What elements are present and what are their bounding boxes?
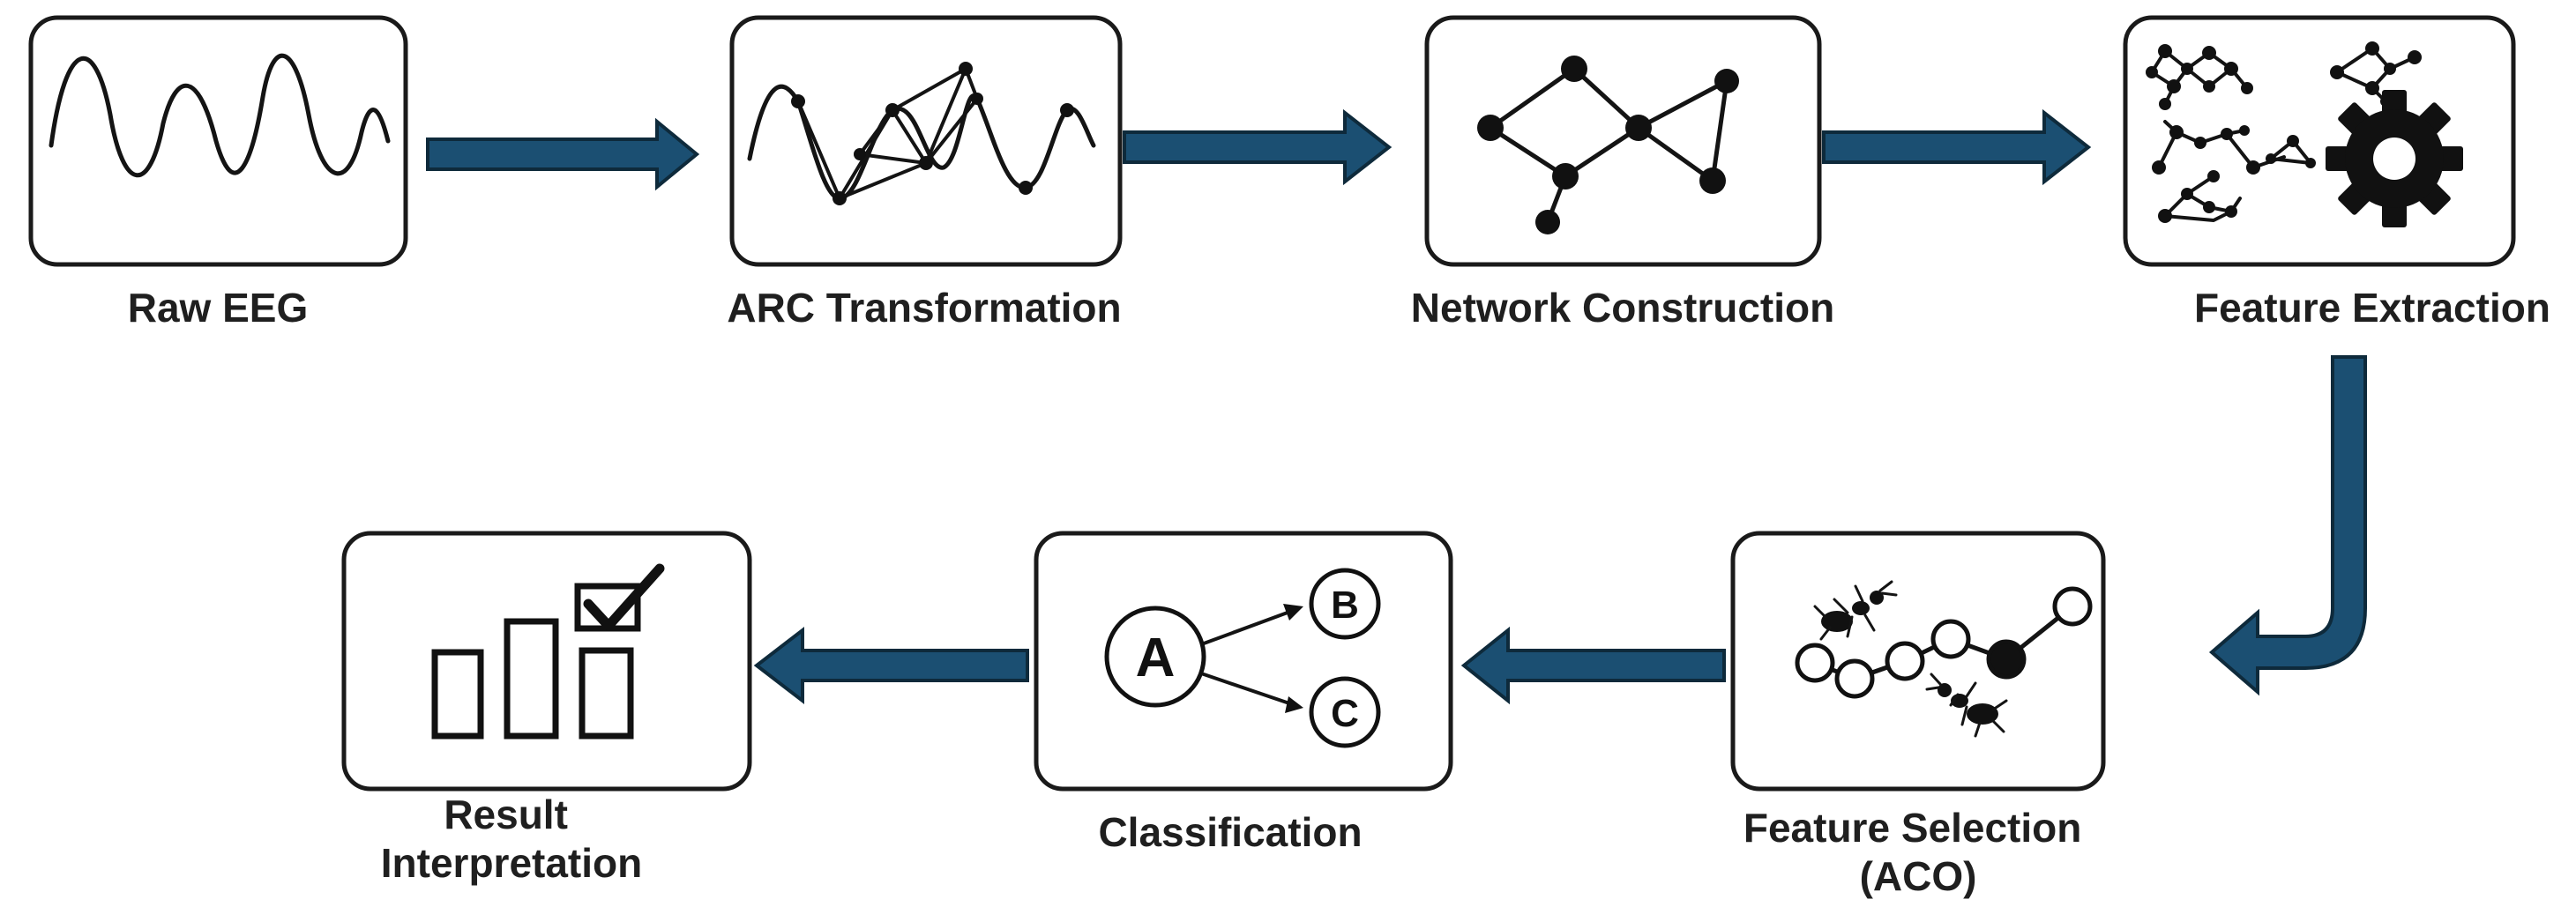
ant-icon — [1925, 673, 2008, 738]
stage-box-network — [1424, 15, 1822, 267]
stage-arc-transformation: ARC Transformation — [727, 15, 1123, 331]
flow-arrow-2 — [1123, 108, 1393, 186]
flow-arrow-6 — [753, 626, 1029, 705]
stage-label-network: Network Construction — [1411, 285, 1834, 331]
gear-icon — [2326, 90, 2463, 227]
node-b-label: B — [1331, 584, 1359, 627]
stage-network-construction: Network Construction — [1411, 15, 1834, 331]
stage-label-raw-eeg: Raw EEG — [128, 285, 309, 331]
node-c-label: C — [1331, 692, 1359, 735]
flow-arrow-1 — [426, 117, 700, 191]
stage-box-feature-extraction — [2123, 15, 2516, 267]
stage-label-feature-extraction: Feature Extraction — [2194, 285, 2550, 331]
stage-box-arc — [729, 15, 1123, 267]
stage-box-classification — [1034, 531, 1453, 792]
ant-path-icon — [1795, 580, 2093, 738]
stage-classification: A B C Classification — [1034, 531, 1453, 855]
wave-icon — [49, 53, 391, 178]
stage-feature-extraction: Feature Extraction — [2123, 15, 2550, 331]
stage-label-feature-selection: Feature Selection (ACO) — [1743, 805, 2093, 899]
stage-raw-eeg: Raw EEG — [28, 15, 408, 331]
flow-arrow-4-bend — [2208, 355, 2367, 696]
ant-icon — [1813, 580, 1898, 641]
stage-result-interpretation: Result Interpretation — [341, 531, 752, 886]
stage-label-arc: ARC Transformation — [727, 285, 1121, 331]
class-tree-icon: A B C — [1104, 568, 1381, 748]
flow-arrow-5 — [1460, 626, 1726, 705]
flow-arrow-3 — [1822, 108, 2092, 186]
stage-feature-selection: Feature Selection (ACO) — [1730, 531, 2106, 899]
stage-label-classification: Classification — [1098, 809, 1362, 855]
feature-gear-icon — [2146, 41, 2463, 227]
node-a-label: A — [1136, 628, 1176, 688]
stage-label-result: Result Interpretation — [381, 792, 642, 886]
arc-graph-icon — [747, 62, 1096, 205]
bar-check-icon — [431, 563, 665, 740]
stage-box-result — [341, 531, 752, 792]
network-icon — [1477, 56, 1739, 234]
checkmark-icon — [583, 563, 665, 631]
